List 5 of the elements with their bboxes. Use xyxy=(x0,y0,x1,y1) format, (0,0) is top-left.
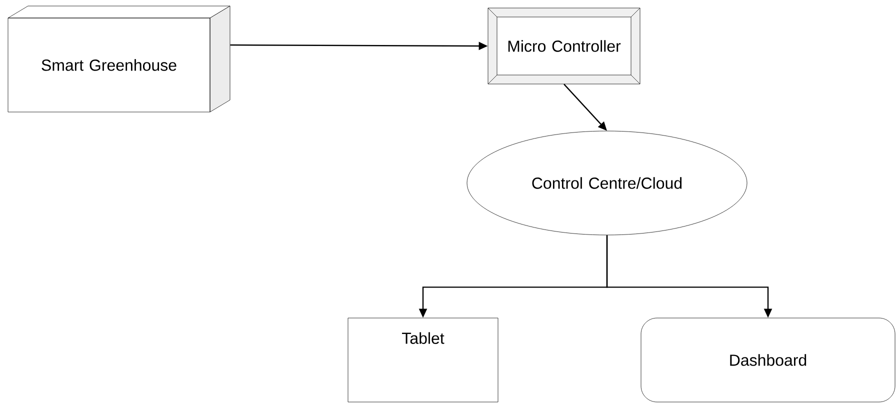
rounded-box: Dashboard xyxy=(640,318,896,402)
process-box: Tablet xyxy=(348,318,498,402)
ellipse-node: Control Centre/Cloud xyxy=(466,130,748,236)
cube-box: Smart Greenhouse xyxy=(8,6,230,112)
bevel-box: Micro Controller xyxy=(488,8,640,84)
